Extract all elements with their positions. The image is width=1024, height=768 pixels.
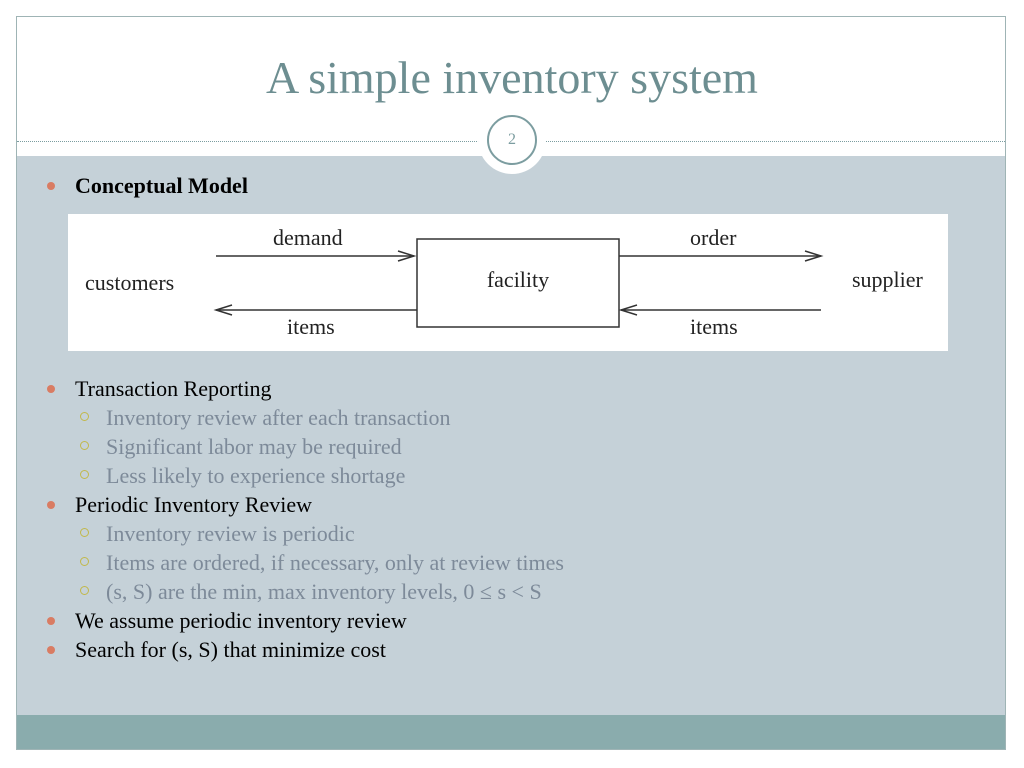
sub-bullet-text: (s, S) are the min, max inventory levels…	[106, 579, 542, 604]
bullet-dot-icon	[47, 501, 55, 509]
sub-bullet-ring-icon	[80, 528, 89, 537]
demand-arrow-head-icon	[397, 250, 417, 262]
footer-bar	[17, 715, 1005, 749]
sub-bullet-text: Less likely to experience shortage	[106, 463, 406, 488]
items-right-label: items	[690, 314, 738, 339]
facility-box	[416, 238, 620, 328]
items-right-arrow-head-icon	[618, 304, 638, 316]
demand-label: demand	[273, 225, 343, 250]
slide-title: A simple inventory system	[266, 52, 758, 103]
facility-label: facility	[487, 267, 549, 292]
sub-bullet-ring-icon	[80, 557, 89, 566]
sub-bullet-ring-icon	[80, 441, 89, 450]
supplier-label: supplier	[852, 267, 924, 292]
bullet-text: Transaction Reporting	[75, 376, 272, 401]
diagram-svg: facility customers supplier demand items…	[85, 225, 924, 339]
sub-bullet-ring-icon	[80, 586, 89, 595]
items-left-label: items	[287, 314, 335, 339]
conceptual-model-diagram: facility customers supplier demand items…	[68, 214, 948, 351]
bullet-text: Periodic Inventory Review	[75, 492, 313, 517]
bullet-dot-icon	[47, 182, 55, 190]
bullet-text: We assume periodic inventory review	[75, 608, 407, 633]
bullet-text: Search for (s, S) that minimize cost	[75, 637, 386, 662]
sub-bullet-ring-icon	[80, 470, 89, 479]
bullet-dot-icon	[47, 617, 55, 625]
sub-bullet-text: Inventory review after each transaction	[106, 405, 451, 430]
customers-label: customers	[85, 270, 174, 295]
sub-bullet-ring-icon	[80, 412, 89, 421]
bullet-text: Conceptual Model	[75, 173, 248, 198]
sub-bullet-text: Items are ordered, if necessary, only at…	[106, 550, 564, 575]
sub-bullet-text: Inventory review is periodic	[106, 521, 355, 546]
page-number: 2	[508, 131, 516, 148]
items-left-arrow-head-icon	[213, 304, 233, 316]
sub-bullet-text: Significant labor may be required	[106, 434, 402, 459]
bullet-dot-icon	[47, 646, 55, 654]
bullet-dot-icon	[47, 385, 55, 393]
order-arrow-head-icon	[804, 250, 824, 262]
page-number-badge: 2	[487, 115, 537, 165]
order-label: order	[690, 225, 737, 250]
